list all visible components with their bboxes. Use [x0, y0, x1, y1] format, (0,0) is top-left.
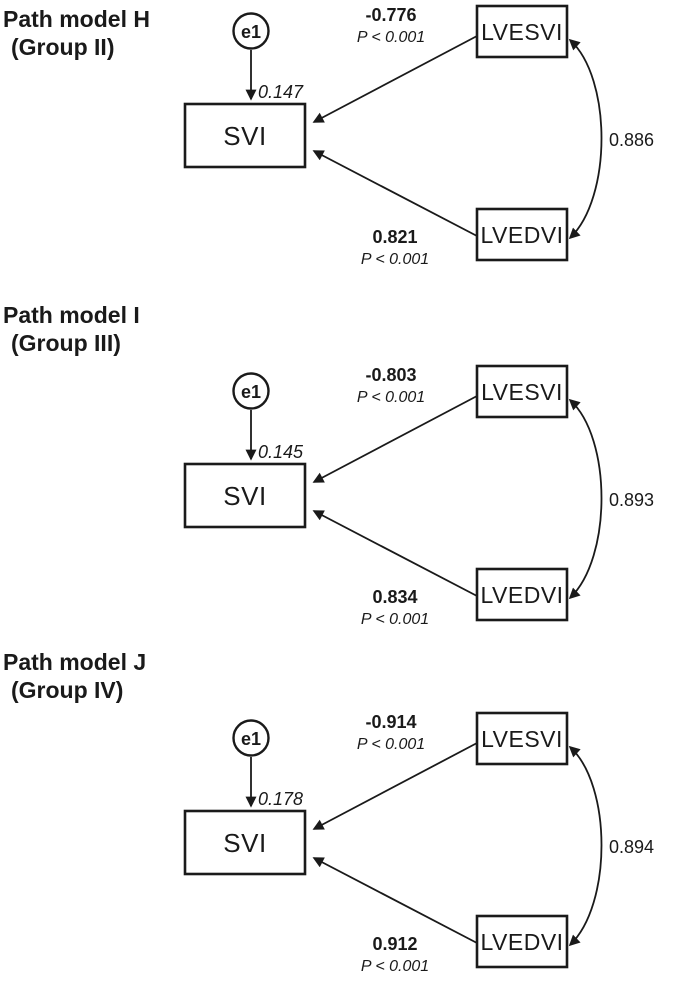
path-arrow-lvesvi-to-svi	[312, 395, 478, 483]
path-pvalue-top: P < 0.001	[357, 389, 425, 406]
covariance-value: 0.886	[609, 130, 654, 150]
svi-box	[183, 102, 307, 169]
covariance-value: 0.893	[609, 490, 654, 510]
lvedvi-box	[475, 567, 569, 622]
error-variance: 0.147	[258, 82, 304, 102]
svi-label: SVI	[223, 481, 266, 511]
lvesvi-label: LVESVI	[481, 726, 563, 752]
panel-title-line1: Path model J	[3, 649, 146, 675]
path-pvalue-bottom: P < 0.001	[361, 958, 429, 975]
path-coefficient-bottom: 0.821	[372, 227, 417, 247]
path-arrow-lvesvi-to-svi	[312, 35, 478, 123]
path-pvalue-bottom: P < 0.001	[361, 251, 429, 268]
path-arrow-lvedvi-to-svi	[312, 857, 478, 944]
error-term-circle	[232, 719, 270, 757]
panel-title-line2: (Group IV)	[11, 677, 123, 703]
lvesvi-box	[475, 4, 569, 59]
covariance-arrow	[568, 38, 603, 240]
covariance-arrow	[568, 398, 603, 600]
covariance-arrow	[568, 745, 603, 947]
svi-label: SVI	[223, 121, 266, 151]
path-coefficient-top: -0.803	[365, 365, 416, 385]
svi-label: SVI	[223, 828, 266, 858]
path-arrow-lvedvi-to-svi	[312, 150, 478, 237]
lvedvi-box	[475, 914, 569, 969]
panel-title-line1: Path model I	[3, 302, 140, 328]
path-coefficient-top: -0.776	[365, 5, 416, 25]
lvesvi-label: LVESVI	[481, 19, 563, 45]
path-model-panel-i: e1 0.145 SVI LVESVI LVEDVI -0.803 P < 0.…	[183, 364, 654, 628]
panel-title-line2: (Group III)	[11, 330, 121, 356]
path-arrow-lvedvi-to-svi	[312, 510, 478, 597]
error-term-circle	[232, 12, 270, 50]
path-model-panel-j: e1 0.178 SVI LVESVI LVEDVI -0.914 P < 0.…	[183, 711, 654, 975]
error-variance: 0.178	[258, 789, 303, 809]
covariance-value: 0.894	[609, 837, 654, 857]
lvesvi-label: LVESVI	[481, 379, 563, 405]
lvesvi-box	[475, 711, 569, 766]
lvedvi-label: LVEDVI	[480, 929, 563, 955]
error-term-label: e1	[241, 729, 261, 749]
lvedvi-box	[475, 207, 569, 262]
path-pvalue-top: P < 0.001	[357, 29, 425, 46]
svi-box	[183, 462, 307, 529]
path-pvalue-bottom: P < 0.001	[361, 611, 429, 628]
path-coefficient-top: -0.914	[365, 712, 416, 732]
lvedvi-label: LVEDVI	[480, 222, 563, 248]
lvesvi-box	[475, 364, 569, 419]
path-pvalue-top: P < 0.001	[357, 736, 425, 753]
error-variance: 0.145	[258, 442, 304, 462]
svi-box	[183, 809, 307, 876]
path-model-panel-h: e1 0.147 SVI LVESVI LVEDVI -0.776 P < 0.…	[183, 4, 654, 268]
error-term-label: e1	[241, 382, 261, 402]
path-coefficient-bottom: 0.912	[372, 934, 417, 954]
panel-title-line2: (Group II)	[11, 34, 114, 60]
error-term-circle	[232, 372, 270, 410]
path-coefficient-bottom: 0.834	[372, 587, 417, 607]
panel-title-line1: Path model H	[3, 6, 150, 32]
error-term-label: e1	[241, 22, 261, 42]
lvedvi-label: LVEDVI	[480, 582, 563, 608]
path-arrow-lvesvi-to-svi	[312, 742, 478, 830]
